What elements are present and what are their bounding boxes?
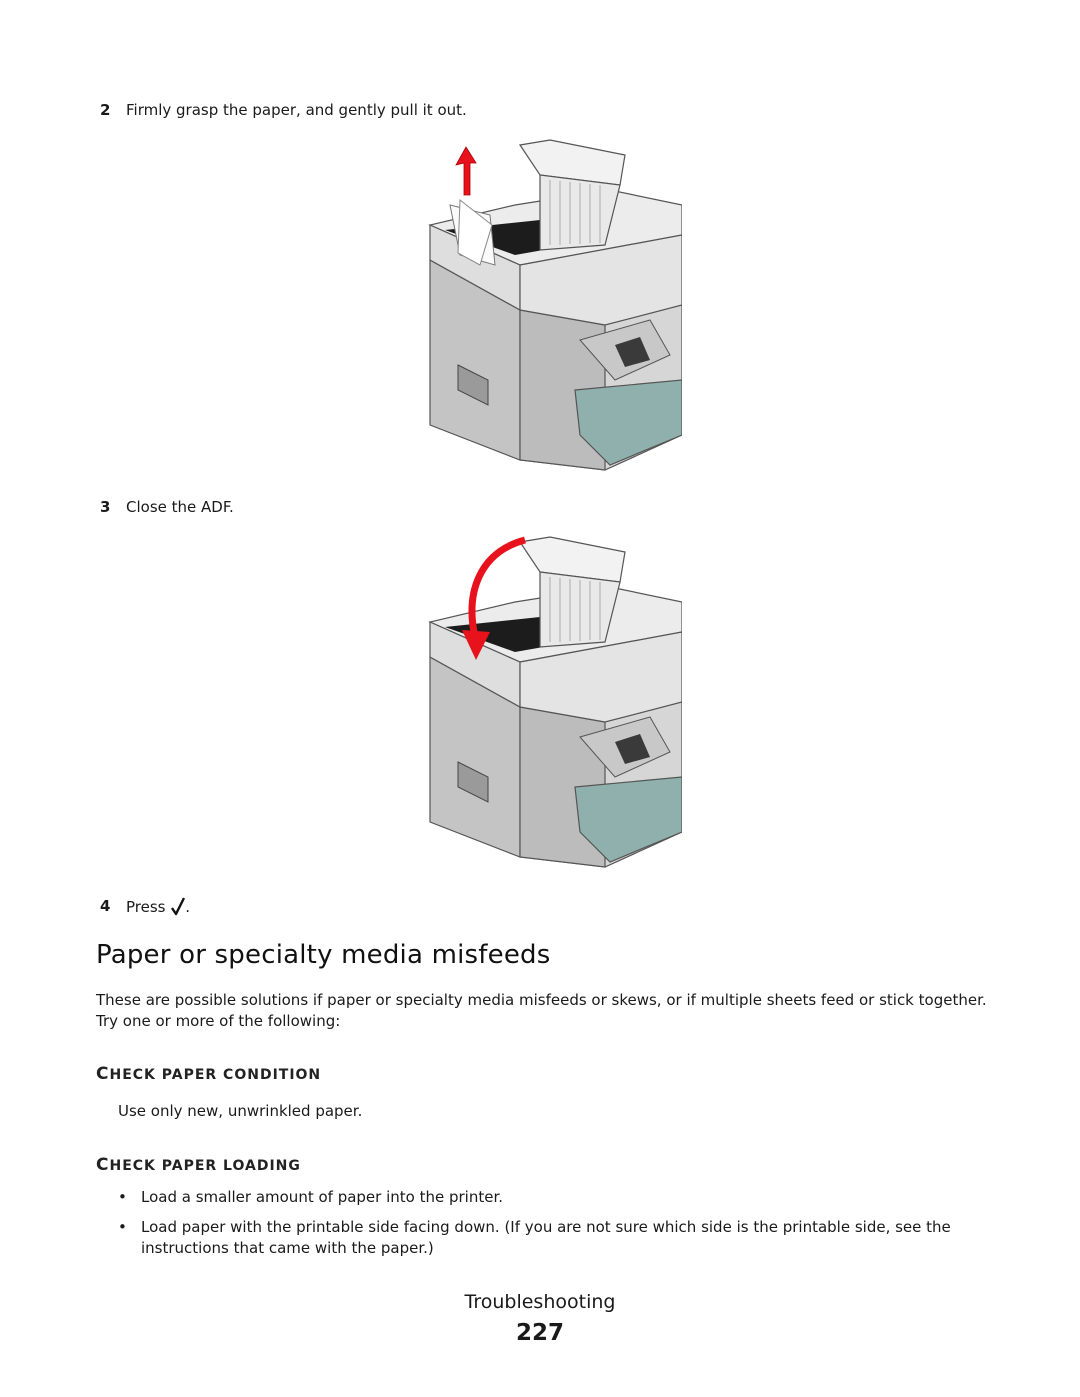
step-text: Press: [126, 898, 166, 916]
page-number: 227: [515, 1320, 564, 1346]
step-number: 4: [100, 897, 111, 915]
checkmark-icon: [171, 897, 186, 916]
step-4: 4 Press .: [100, 896, 700, 920]
subsection-heading: CHECK PAPER LOADING: [96, 1155, 301, 1175]
section-title: Paper or specialty media misfeeds: [96, 940, 551, 970]
step-text: Close the ADF.: [126, 498, 234, 516]
section-intro: These are possible solutions if paper or…: [96, 991, 987, 1030]
subsection-heading: CHECK PAPER CONDITION: [96, 1064, 322, 1084]
step-2: 2 Firmly grasp the paper, and gently pul…: [100, 100, 700, 122]
bullet-icon: •: [118, 1218, 127, 1236]
bullet-icon: •: [118, 1188, 127, 1206]
list-item: •Load paper with the printable side faci…: [118, 1218, 951, 1257]
step-period: .: [185, 898, 191, 916]
subsection-body: Use only new, unwrinkled paper.: [118, 1102, 363, 1120]
footer-label: Troubleshooting: [464, 1291, 616, 1313]
list-item: •Load a smaller amount of paper into the…: [118, 1188, 504, 1206]
step-number: 3: [100, 498, 111, 516]
printer-pull-paper-illustration: [428, 139, 682, 471]
step-3: 3 Close the ADF.: [100, 497, 700, 519]
printer-close-adf-illustration: [428, 536, 682, 868]
bullet-list: •Load a smaller amount of paper into the…: [118, 1187, 998, 1268]
step-text: Firmly grasp the paper, and gently pull …: [126, 101, 467, 119]
step-number: 2: [100, 101, 111, 119]
